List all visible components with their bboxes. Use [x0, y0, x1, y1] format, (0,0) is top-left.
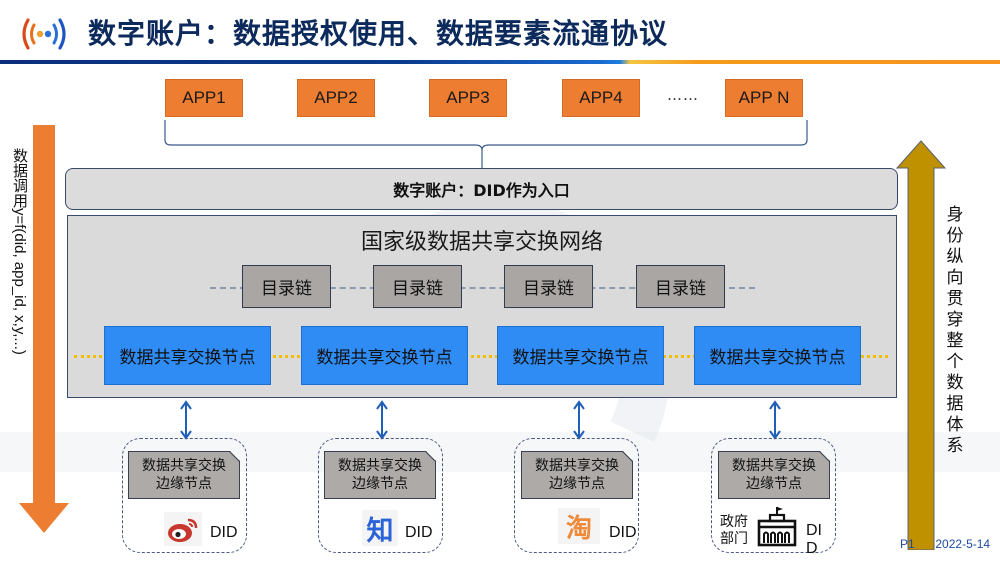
taobao-logo-icon: 淘: [558, 508, 600, 544]
did-entry-box: 数字账户：DID作为入口: [65, 168, 898, 210]
directory-chain-4: 目录链: [636, 265, 725, 308]
apps-brace: [164, 120, 808, 170]
app-box-n: APP N: [725, 79, 803, 117]
footer: P1 2022-5-14: [900, 537, 990, 551]
network-title: 国家级数据共享交换网络: [360, 230, 603, 255]
identity-label-char: 系: [946, 436, 964, 456]
edge-node-outline: [718, 451, 830, 499]
app-box-4: APP4: [562, 79, 640, 117]
page-number: P1: [900, 537, 915, 551]
edge-node-outline: [521, 451, 633, 499]
edge-node-outline: [128, 451, 240, 499]
edge-container-weibo: [122, 438, 247, 553]
app-box-1: APP1: [165, 79, 243, 117]
exchange-node-2: 数据共享交换节点: [301, 326, 468, 385]
identity-label-char: 个: [946, 352, 964, 372]
directory-chain-3: 目录链: [504, 265, 593, 308]
did-label-4-line2: D: [806, 540, 818, 557]
bidirectional-arrow-icon: [769, 400, 781, 440]
edge-node-2: 数据共享交换 边缘节点: [324, 451, 436, 499]
edge-node-line1: 数据共享交换: [142, 458, 226, 474]
identity-label-char: 份: [946, 226, 964, 246]
edge-container-taobao: [514, 438, 639, 553]
did-entry-label: 数字账户：DID作为入口: [393, 181, 570, 200]
data-call-down-arrow: [19, 125, 69, 533]
exchange-node-4: 数据共享交换节点: [694, 326, 861, 385]
did-label-3: DID: [609, 524, 637, 541]
identity-label-char: 整: [946, 331, 964, 351]
government-label: 政府 部门: [720, 514, 748, 548]
zhihu-logo-icon: 知: [362, 510, 398, 547]
app-box-2: APP2: [297, 79, 375, 117]
signal-broadcast-icon: [22, 18, 66, 50]
page-title: 数字账户：数据授权使用、数据要素流通协议: [88, 17, 669, 50]
edge-container-government: [711, 438, 836, 553]
identity-label-char: 纵: [946, 247, 964, 267]
did-label-1: DID: [210, 524, 238, 541]
did-label-2: DID: [405, 524, 433, 541]
footer-date: 2022-5-14: [935, 537, 991, 551]
edge-node-outline: [324, 451, 436, 499]
identity-label-char: 据: [946, 394, 964, 414]
identity-label-char: 贯: [946, 289, 964, 309]
bidirectional-arrow-icon: [573, 400, 585, 440]
government-label-line1: 政府: [720, 514, 748, 530]
identity-label-char: 向: [946, 268, 964, 288]
edge-node-line2: 边缘节点: [549, 476, 605, 492]
directory-chain-2: 目录链: [373, 265, 462, 308]
government-building-icon: [757, 507, 797, 547]
bidirectional-arrow-icon: [180, 400, 192, 440]
edge-node-line2: 边缘节点: [746, 476, 802, 492]
exchange-node-3: 数据共享交换节点: [497, 326, 664, 385]
identity-label-text: 身份纵向贯穿整个数据体系: [944, 205, 966, 457]
edge-node-line1: 数据共享交换: [535, 458, 619, 474]
did-label-4-line1: DI: [806, 522, 822, 539]
identity-label-char: 穿: [946, 310, 964, 330]
weibo-logo-icon: [164, 512, 202, 546]
directory-chain-1: 目录链: [242, 265, 331, 308]
identity-label-char: 体: [946, 415, 964, 435]
identity-label-char: 身: [946, 205, 964, 225]
apps-ellipsis: ……: [667, 86, 699, 104]
node-dotted-line: [74, 355, 888, 358]
identity-label: 身份纵向贯穿整个数据体系: [944, 205, 966, 457]
edge-node-line2: 边缘节点: [352, 476, 408, 492]
edge-node-line1: 数据共享交换: [338, 458, 422, 474]
chain-dashed-line: [210, 287, 755, 289]
edge-node-line2: 边缘节点: [156, 476, 212, 492]
bidirectional-arrow-icon: [376, 400, 388, 440]
identity-up-arrow: [895, 140, 947, 550]
app-box-3: APP3: [429, 79, 507, 117]
data-call-label: 数据调用y=f(did, app_id, x,y,...): [11, 148, 28, 355]
government-label-line2: 部门: [720, 531, 748, 547]
header-divider: [0, 60, 1000, 64]
exchange-node-1: 数据共享交换节点: [104, 326, 271, 385]
edge-container-zhihu: [318, 438, 443, 553]
identity-label-char: 数: [946, 373, 964, 393]
edge-node-line1: 数据共享交换: [732, 458, 816, 474]
did-label-4: DI D: [806, 522, 822, 558]
